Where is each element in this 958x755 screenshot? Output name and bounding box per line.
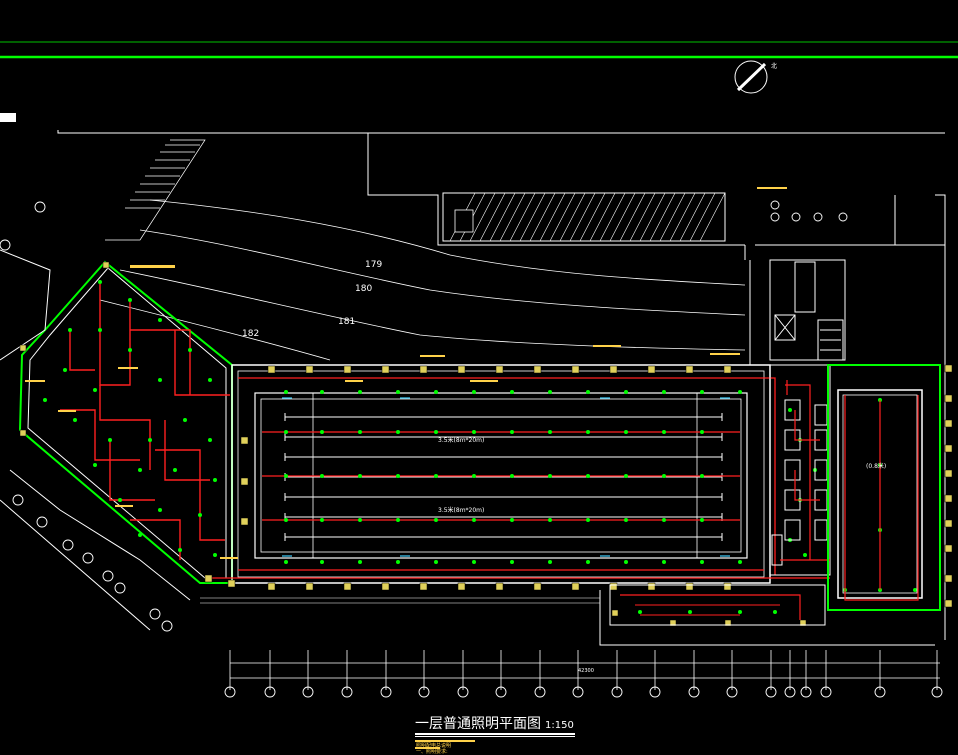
pool-label-bottom: 3.5米(8m*20m) — [438, 507, 485, 514]
title-underline-thin — [415, 736, 575, 737]
left-wing-circuits — [60, 280, 230, 560]
columns — [19, 261, 953, 627]
north-arrow-icon: 北 — [734, 60, 777, 94]
stair-diagonal — [105, 139, 206, 241]
pool-label-right: (0.8米) — [866, 463, 887, 470]
right-pool — [827, 364, 941, 611]
dimension-lines — [229, 650, 940, 690]
drawing-scale: 1:150 — [545, 720, 574, 731]
overall-dimension: 42300 — [578, 668, 594, 674]
annotation-marks — [25, 187, 787, 749]
drawing-title: 一层普通照明平面图 1:150 — [415, 713, 574, 733]
main-hall-circuits — [210, 377, 830, 579]
contour-label-179: 179 — [365, 260, 383, 270]
light-fixtures — [43, 280, 917, 614]
site-outline — [57, 130, 946, 646]
hatched-block — [442, 192, 726, 242]
contour-label-180: 180 — [355, 284, 373, 294]
bottom-note-1: 照明配电总说明 — [416, 743, 452, 749]
title-underline — [415, 733, 575, 735]
right-wing-circuits — [780, 380, 830, 561]
bottom-note-2: 一、照明要求: — [416, 749, 448, 755]
contour-label-182: 182 — [242, 329, 260, 339]
main-hall — [231, 364, 771, 584]
wall-fixtures — [282, 397, 730, 557]
drawing-title-text: 一层普通照明平面图 — [415, 716, 541, 732]
pool-label-top: 3.5米(8m*20m) — [438, 437, 485, 444]
lower-room — [609, 584, 826, 626]
legend-marker — [0, 113, 16, 122]
ground-strip — [200, 597, 600, 604]
svg-text:北: 北 — [771, 62, 777, 70]
axis-bubbles — [0, 200, 943, 698]
contour-label-181: 181 — [338, 317, 356, 327]
left-wing-walls — [0, 249, 227, 631]
right-wing — [769, 259, 846, 576]
